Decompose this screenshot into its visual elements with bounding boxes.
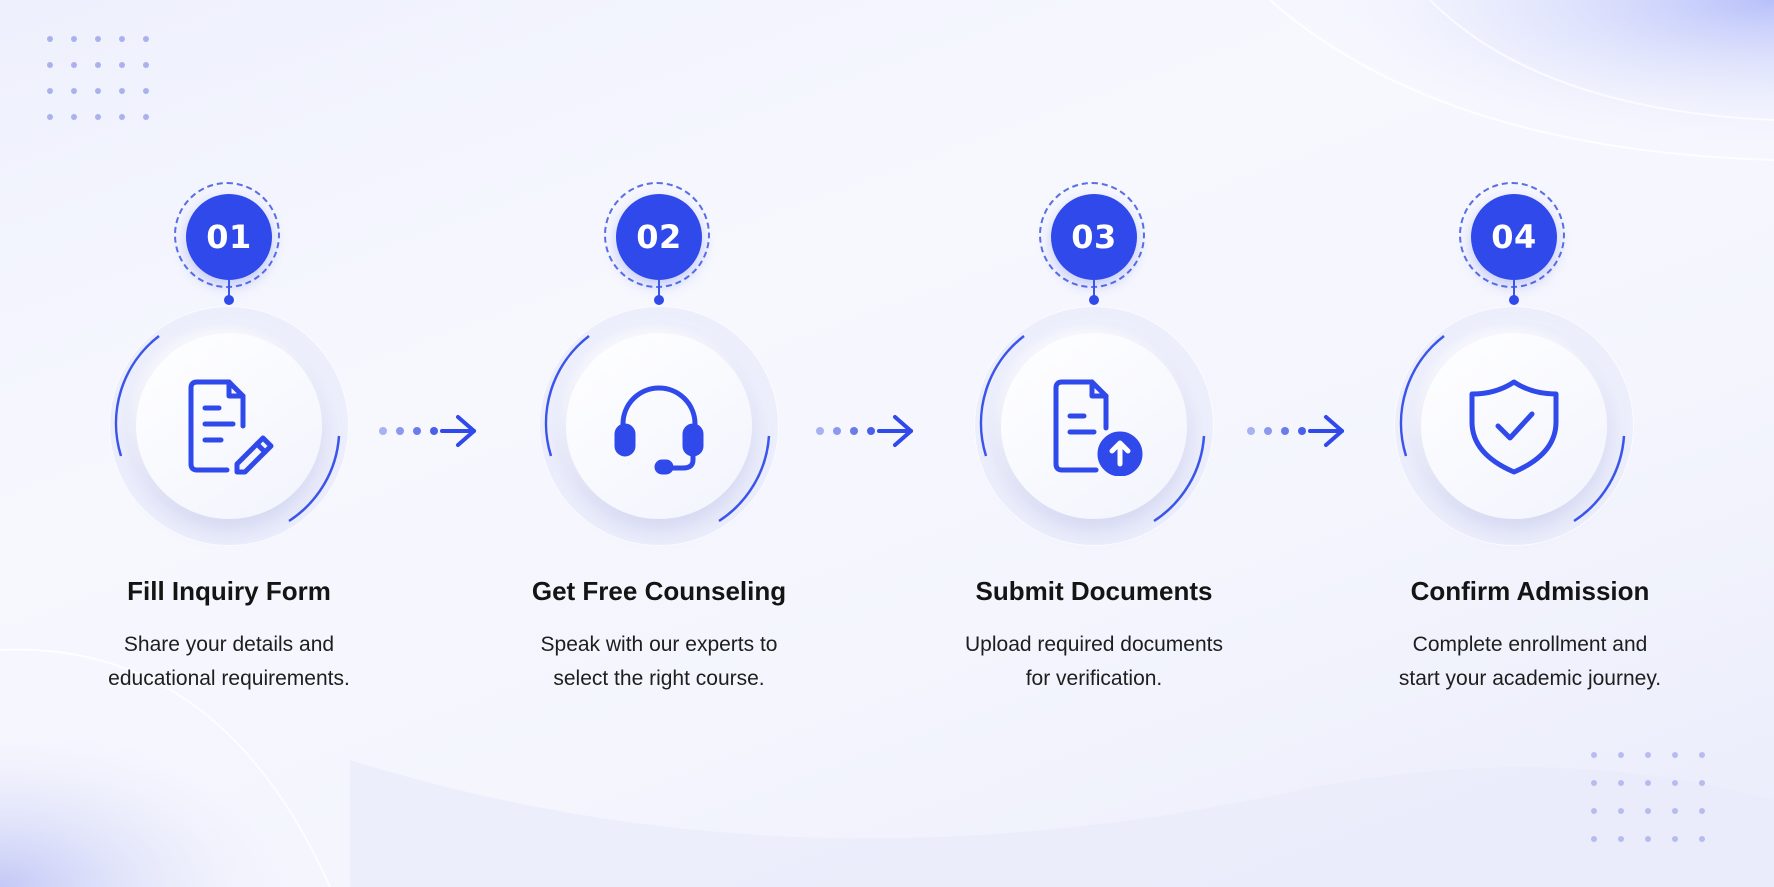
arrow-connector	[379, 415, 476, 447]
badge-stem	[1513, 280, 1515, 300]
icon-circle	[566, 333, 752, 519]
step-description-line: Upload required documents	[965, 633, 1223, 656]
arrow-connector	[1247, 415, 1344, 447]
icon-circle	[1001, 333, 1187, 519]
step-description-line: Share your details and	[123, 633, 335, 656]
badge-ring	[1039, 182, 1145, 288]
step-number-badge: 03	[1051, 194, 1137, 280]
step-title: Fill Inquiry Form	[127, 576, 331, 606]
badge-stem	[228, 280, 230, 300]
step-description-line: start your academic journey.	[1398, 667, 1662, 690]
step-description-line: educational requirements.	[108, 667, 350, 690]
badge-stem-dot	[1089, 295, 1099, 305]
decorative-dot-grid	[1591, 752, 1705, 842]
step-description-line: Speak with our experts to	[540, 633, 778, 656]
step-description: Speak with our experts to select the rig…	[499, 628, 819, 696]
badge-stem-dot	[224, 295, 234, 305]
step-description: Upload required documents for verificati…	[934, 628, 1254, 696]
form-edit-icon	[188, 379, 274, 475]
step-number-badge: 04	[1471, 194, 1557, 280]
badge-stem	[658, 280, 660, 300]
badge-stem-dot	[1509, 295, 1519, 305]
badge-stem-dot	[654, 295, 664, 305]
icon-circle	[1421, 333, 1607, 519]
step-title: Confirm Admission	[1410, 576, 1650, 606]
decorative-dot-grid	[47, 36, 149, 120]
badge-ring	[174, 182, 280, 288]
step-title: Get Free Counseling	[531, 576, 787, 606]
step-description-line: Complete enrollment and	[1412, 633, 1648, 656]
shield-check-icon	[1469, 379, 1559, 475]
document-upload-icon	[1053, 379, 1143, 476]
badge-ring	[604, 182, 710, 288]
icon-circle	[136, 333, 322, 519]
step-title: Submit Documents	[975, 576, 1213, 606]
arrow-connector	[816, 415, 913, 447]
step-description-line: for verification.	[1025, 667, 1163, 690]
badge-ring	[1459, 182, 1565, 288]
step-number-badge: 02	[616, 194, 702, 280]
step-number-badge: 01	[186, 194, 272, 280]
step-description-line: select the right course.	[553, 667, 765, 690]
step-description: Share your details and educational requi…	[69, 628, 389, 696]
step-description: Complete enrollment and start your acade…	[1370, 628, 1690, 696]
badge-stem	[1093, 280, 1095, 300]
headset-icon	[614, 385, 704, 475]
